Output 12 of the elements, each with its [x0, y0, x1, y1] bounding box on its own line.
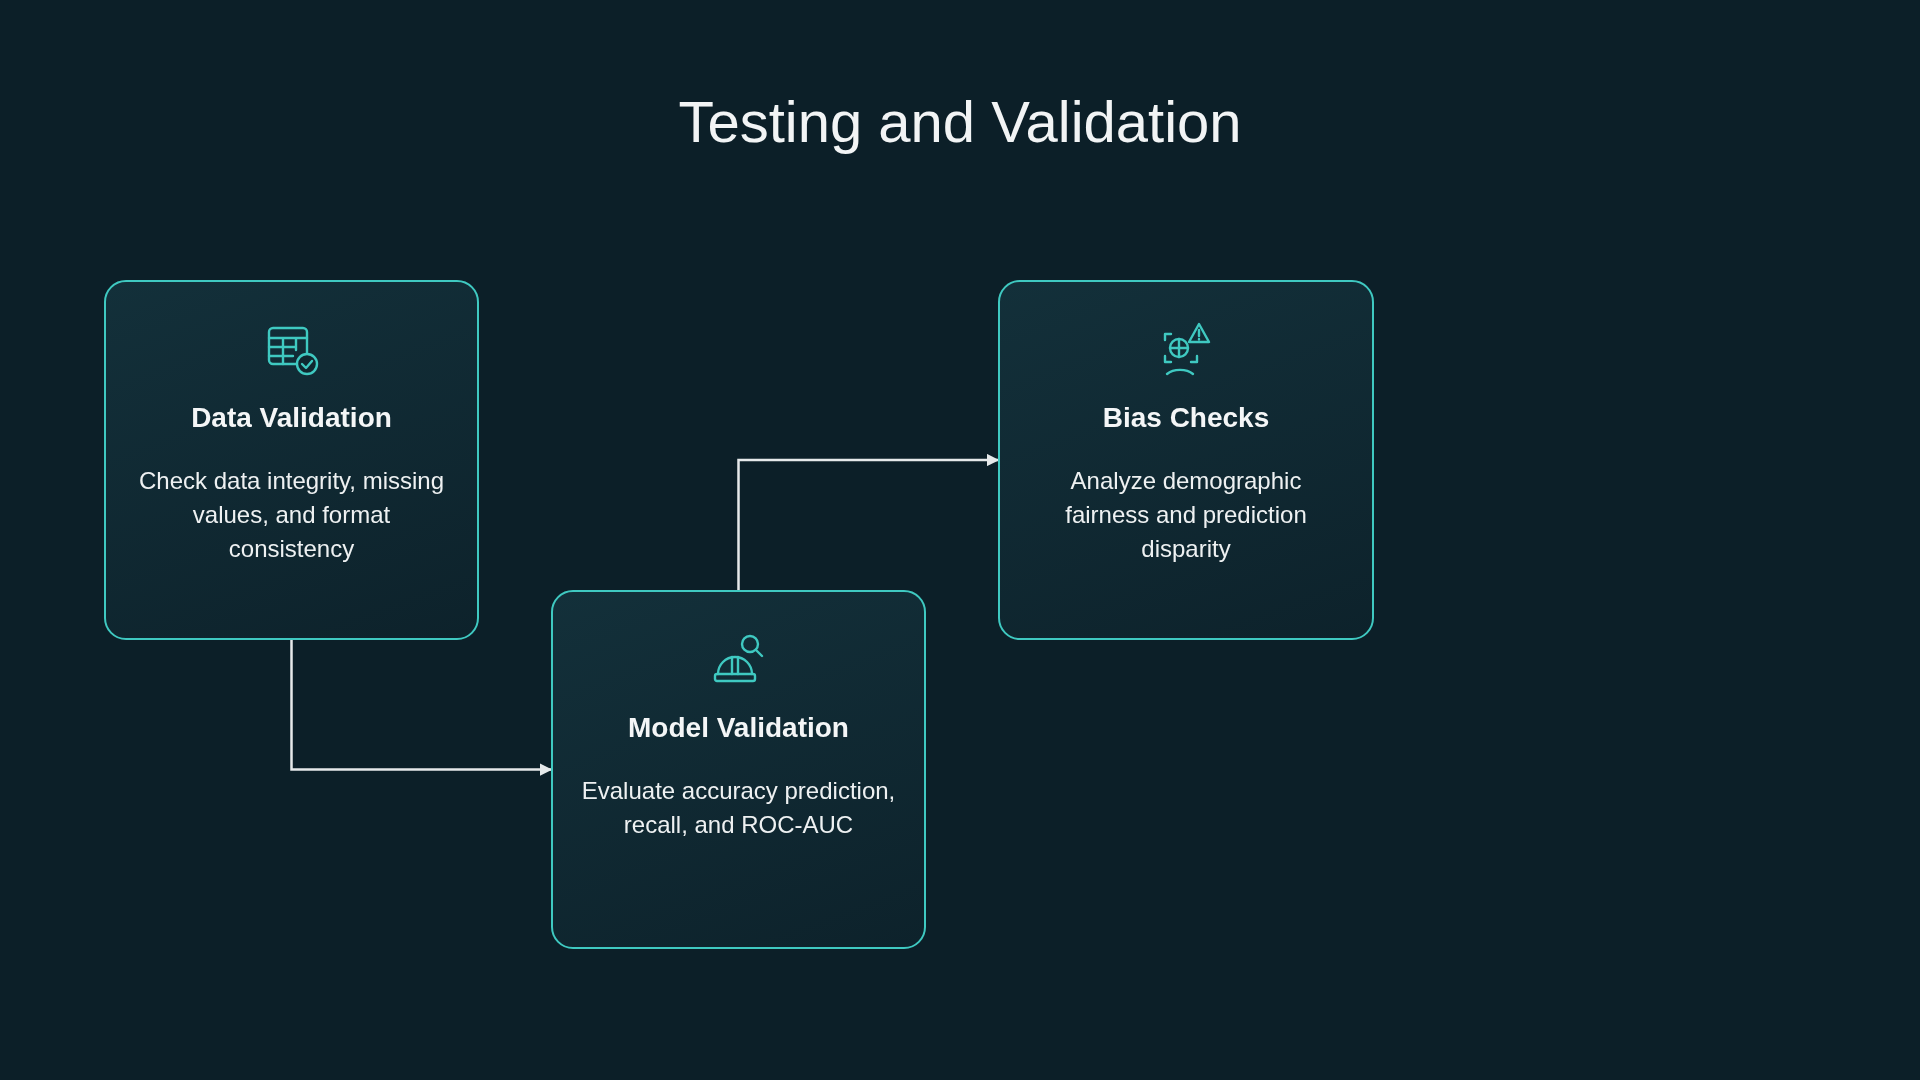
card-heading: Bias Checks: [1102, 402, 1270, 434]
diagram-title: Testing and Validation: [677, 88, 1243, 155]
card-description: Evaluate accuracy prediction, recall, and ROC-AUC: [580, 776, 897, 840]
card-description: Check data integrity, missing values, and format consistency: [138, 466, 445, 564]
process-card: [551, 590, 926, 949]
card-heading: Data Validation: [191, 402, 392, 434]
arrow: [290, 640, 553, 776]
arrow: [737, 453, 1000, 590]
card-heading: Model Validation: [628, 712, 849, 744]
card-description: Analyze demographic fairness and prediction disparity: [1064, 466, 1308, 564]
process-card: [104, 280, 479, 640]
process-card: [998, 280, 1374, 640]
